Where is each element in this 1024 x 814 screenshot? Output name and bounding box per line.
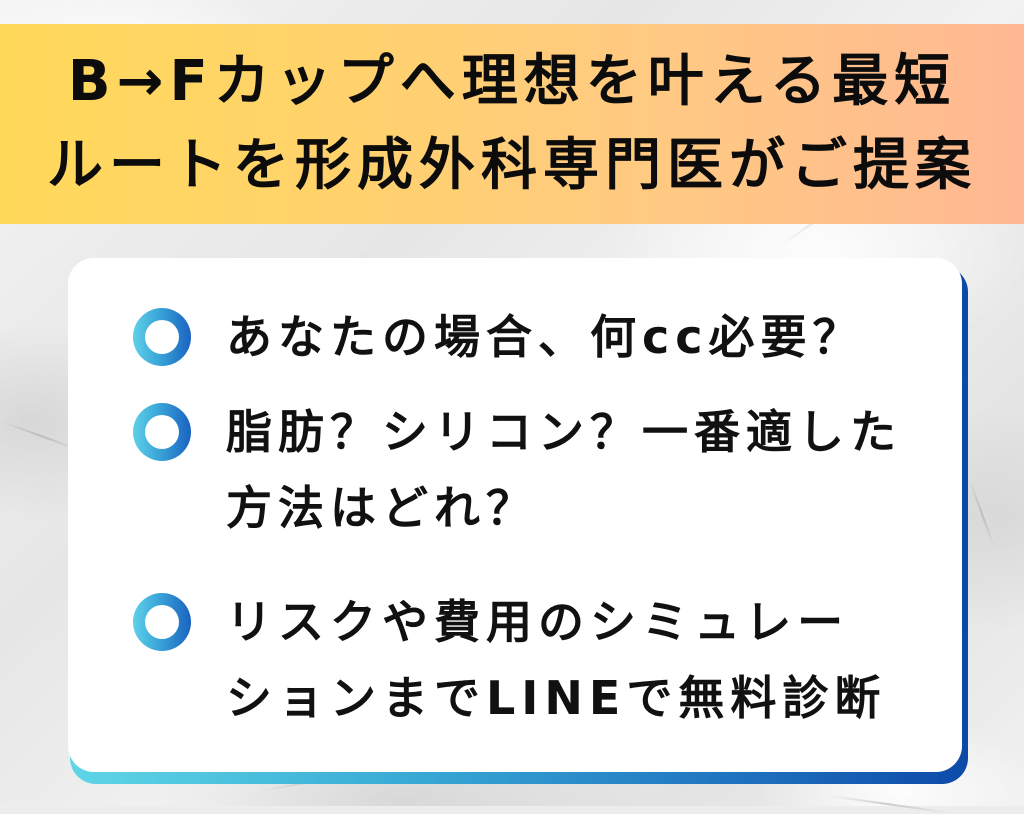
headline-line-1: B→Fカップへ理想を叶える最短 — [67, 49, 957, 114]
feature-item-line: ションまでLINEで無料診断 — [226, 671, 887, 725]
ring-bullet-icon — [133, 593, 191, 651]
feature-item-text: リスクや費用のシミュレー ションまでLINEで無料診断 — [226, 584, 886, 736]
feature-item-text: 脂肪？シリコン？一番適した 方法はどれ？ — [226, 394, 902, 546]
feature-item-line: 脂肪？シリコン？一番適した — [226, 405, 902, 459]
feature-item-text: あなたの場合、何cc必要？ — [226, 299, 865, 375]
feature-item-line: 方法はどれ？ — [226, 481, 538, 535]
header-banner: B→Fカップへ理想を叶える最短 ルートを形成外科専門医がご提案 — [0, 24, 1024, 224]
feature-card: あなたの場合、何cc必要？ 脂肪？シリコン？一番適した 方法はどれ？ リスクや費… — [68, 258, 962, 772]
ring-bullet-icon — [133, 308, 191, 366]
feature-item-line: あなたの場合、何cc必要？ — [226, 310, 865, 364]
feature-item-line: リスクや費用のシミュレー — [226, 595, 850, 649]
headline-line-2: ルートを形成外科専門医がご提案 — [47, 133, 977, 198]
ring-bullet-icon — [133, 403, 191, 461]
